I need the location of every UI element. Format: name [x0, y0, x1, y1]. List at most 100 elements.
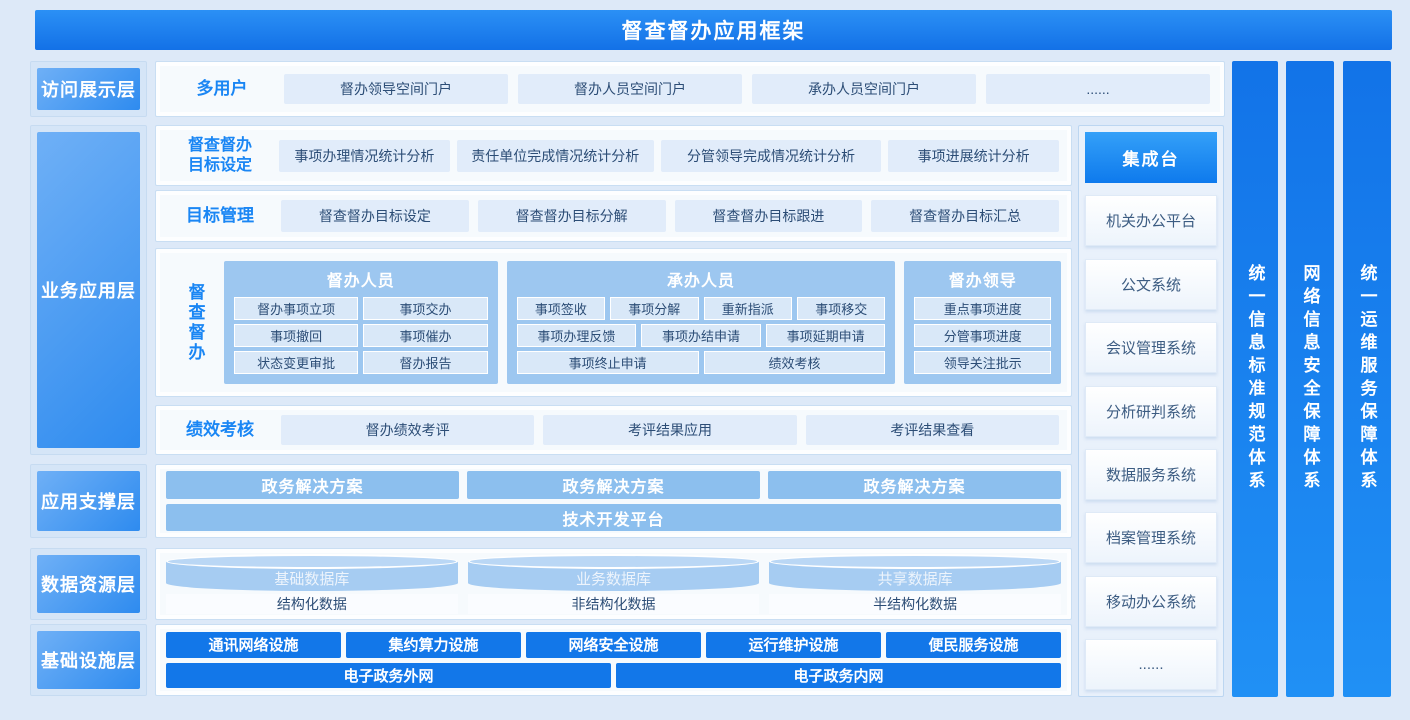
integration-item: 档案管理系统 [1085, 512, 1217, 564]
module-item: 事项交办 [363, 297, 488, 320]
multi-user-label: 多用户 [196, 79, 248, 99]
performance-item: 考评结果查看 [805, 415, 1059, 445]
goal-item: 督查督办目标跟进 [674, 200, 863, 232]
group-supervisor-leader: 督办领导 重点事项进度 分管事项进度 领导关注批示 [904, 261, 1061, 384]
analysis-item: 事项进展统计分析 [888, 139, 1059, 172]
solution-box: 政务解决方案 [166, 471, 459, 499]
analysis-item: 分管领导完成情况统计分析 [660, 139, 882, 172]
module-item: 重点事项进度 [914, 297, 1051, 320]
module-item: 领导关注批示 [914, 351, 1051, 374]
module-item: 状态变更审批 [234, 351, 359, 374]
layer-tag-data: 数据资源层 [30, 548, 147, 620]
module-item: 事项撤回 [234, 324, 359, 347]
supervision-panel: 督查督办 督办人员 督办事项立项 事项交办 事项撤回 事项催办 状态变更审批 督… [155, 248, 1072, 397]
dev-platform-box: 技术开发平台 [166, 504, 1061, 531]
group-title: 督办人员 [326, 273, 395, 290]
module-row: 事项签收 事项分解 重新指派 事项移交 [516, 297, 886, 320]
group-title: 督办领导 [948, 273, 1017, 290]
module-item: 事项移交 [796, 297, 886, 320]
facility-box: 网络安全设施 [526, 632, 701, 658]
layer-tag-support: 应用支撑层 [30, 464, 147, 538]
goal-item: 督查督办目标汇总 [871, 200, 1059, 232]
pillar-security-system: 网络信息安全保障体系 [1286, 61, 1334, 697]
module-item: 事项办理反馈 [516, 324, 637, 347]
layer-tag-infra: 基础设施层 [30, 624, 147, 696]
integration-header: 集成台 [1085, 132, 1217, 183]
layer-label-data: 数据资源层 [37, 555, 140, 613]
supervision-groups: 督办人员 督办事项立项 事项交办 事项撤回 事项催办 状态变更审批 督办报告 承… [224, 261, 1061, 384]
pillar-ops-system: 统一运维服务保障体系 [1343, 61, 1391, 697]
database-column: 基础数据库 结构化数据 [166, 554, 458, 614]
goal-management-panel: 目标管理 督查督办目标设定 督查督办目标分解 督查督办目标跟进 督查督办目标汇总 [155, 190, 1072, 242]
module-row: 领导关注批示 [914, 351, 1051, 374]
module-row: 督办事项立项 事项交办 [234, 297, 488, 320]
data-type-label: 结构化数据 [166, 594, 458, 614]
performance-panel: 绩效考核 督办绩效考评 考评结果应用 考评结果查看 [155, 405, 1072, 455]
integration-item: 数据服务系统 [1085, 448, 1217, 500]
facilities-row: 通讯网络设施 集约算力设施 网络安全设施 运行维护设施 便民服务设施 [166, 632, 1061, 658]
cylinder-top [769, 554, 1062, 569]
integration-column: 集成台 机关办公平台 公文系统 会议管理系统 分析研判系统 数据服务系统 档案管… [1078, 125, 1224, 697]
integration-item: 机关办公平台 [1085, 195, 1217, 247]
module-row: 状态变更审批 督办报告 [234, 351, 488, 374]
portal-item: 承办人员空间门户 [752, 74, 976, 104]
integration-item: 分析研判系统 [1085, 385, 1217, 437]
integration-item: 公文系统 [1085, 258, 1217, 310]
networks-row: 电子政务外网 电子政务内网 [166, 662, 1061, 688]
portal-item-more: ...... [986, 74, 1210, 104]
solution-box: 政务解决方案 [467, 471, 760, 499]
layer-label-business: 业务应用层 [37, 132, 140, 448]
performance-item: 考评结果应用 [543, 415, 797, 445]
layer-label-support: 应用支撑层 [37, 471, 140, 531]
module-row: 分管事项进度 [914, 324, 1051, 347]
group-supervisor-staff: 督办人员 督办事项立项 事项交办 事项撤回 事项催办 状态变更审批 督办报告 [224, 261, 498, 384]
module-item: 事项延期申请 [765, 324, 886, 347]
integration-item: 会议管理系统 [1085, 322, 1217, 374]
module-item: 事项催办 [363, 324, 488, 347]
module-row: 事项终止申请 绩效考核 [516, 351, 886, 374]
goal-item: 督查督办目标分解 [477, 200, 666, 232]
module-item: 重新指派 [703, 297, 792, 320]
infra-layer-panel: 通讯网络设施 集约算力设施 网络安全设施 运行维护设施 便民服务设施 电子政务外… [155, 624, 1072, 696]
portal-item: 督办领导空间门户 [284, 74, 508, 104]
analysis-item: 事项办理情况统计分析 [279, 139, 450, 172]
access-layer-panel: 多用户 督办领导空间门户 督办人员空间门户 承办人员空间门户 ...... [155, 61, 1225, 117]
analysis-item: 责任单位完成情况统计分析 [456, 139, 654, 172]
layer-tag-access: 访问展示层 [30, 61, 147, 117]
module-item: 事项分解 [610, 297, 699, 320]
performance-item: 督办绩效考评 [281, 415, 535, 445]
module-item: 督办报告 [363, 351, 488, 374]
page-title: 督查督办应用框架 [35, 10, 1392, 50]
data-type-label: 非结构化数据 [467, 594, 760, 614]
pillar-standard-system: 统一信息标准规范体系 [1232, 61, 1278, 697]
layer-label-access: 访问展示层 [37, 68, 140, 110]
database-cylinder-icon: 业务数据库 [467, 554, 760, 591]
performance-label: 绩效考核 [186, 420, 254, 440]
facility-box: 便民服务设施 [886, 632, 1061, 658]
module-item: 事项终止申请 [516, 351, 699, 374]
target-setting-panel: 督查督办 目标设定 事项办理情况统计分析 责任单位完成情况统计分析 分管领导完成… [155, 125, 1072, 186]
solutions-row: 政务解决方案 政务解决方案 政务解决方案 [166, 471, 1061, 499]
layer-tag-business: 业务应用层 [30, 125, 147, 455]
cylinder-top [166, 554, 458, 569]
goal-item: 督查督办目标设定 [281, 200, 469, 232]
module-row: 事项办理反馈 事项办结申请 事项延期申请 [516, 324, 886, 347]
network-box: 电子政务外网 [166, 662, 611, 688]
integration-item-more: ...... [1085, 639, 1217, 690]
database-name: 业务数据库 [576, 571, 652, 588]
layer-label-infra: 基础设施层 [37, 631, 140, 689]
database-column: 共享数据库 半结构化数据 [769, 554, 1062, 614]
group-title: 承办人员 [667, 273, 736, 290]
target-setting-label-line1: 督查督办 [187, 136, 252, 154]
module-item: 分管事项进度 [914, 324, 1051, 347]
facility-box: 通讯网络设施 [166, 632, 341, 658]
module-row: 事项撤回 事项催办 [234, 324, 488, 347]
supervision-vertical-label: 督查督办 [185, 282, 205, 363]
network-box: 电子政务内网 [616, 662, 1061, 688]
facility-box: 集约算力设施 [346, 632, 521, 658]
data-layer-panel: 基础数据库 结构化数据 业务数据库 非结构化数据 共享数据库 半结构化数据 [155, 548, 1072, 620]
support-layer-panel: 政务解决方案 政务解决方案 政务解决方案 技术开发平台 [155, 464, 1072, 538]
portal-item: 督办人员空间门户 [518, 74, 742, 104]
database-cylinder-icon: 基础数据库 [166, 554, 458, 591]
